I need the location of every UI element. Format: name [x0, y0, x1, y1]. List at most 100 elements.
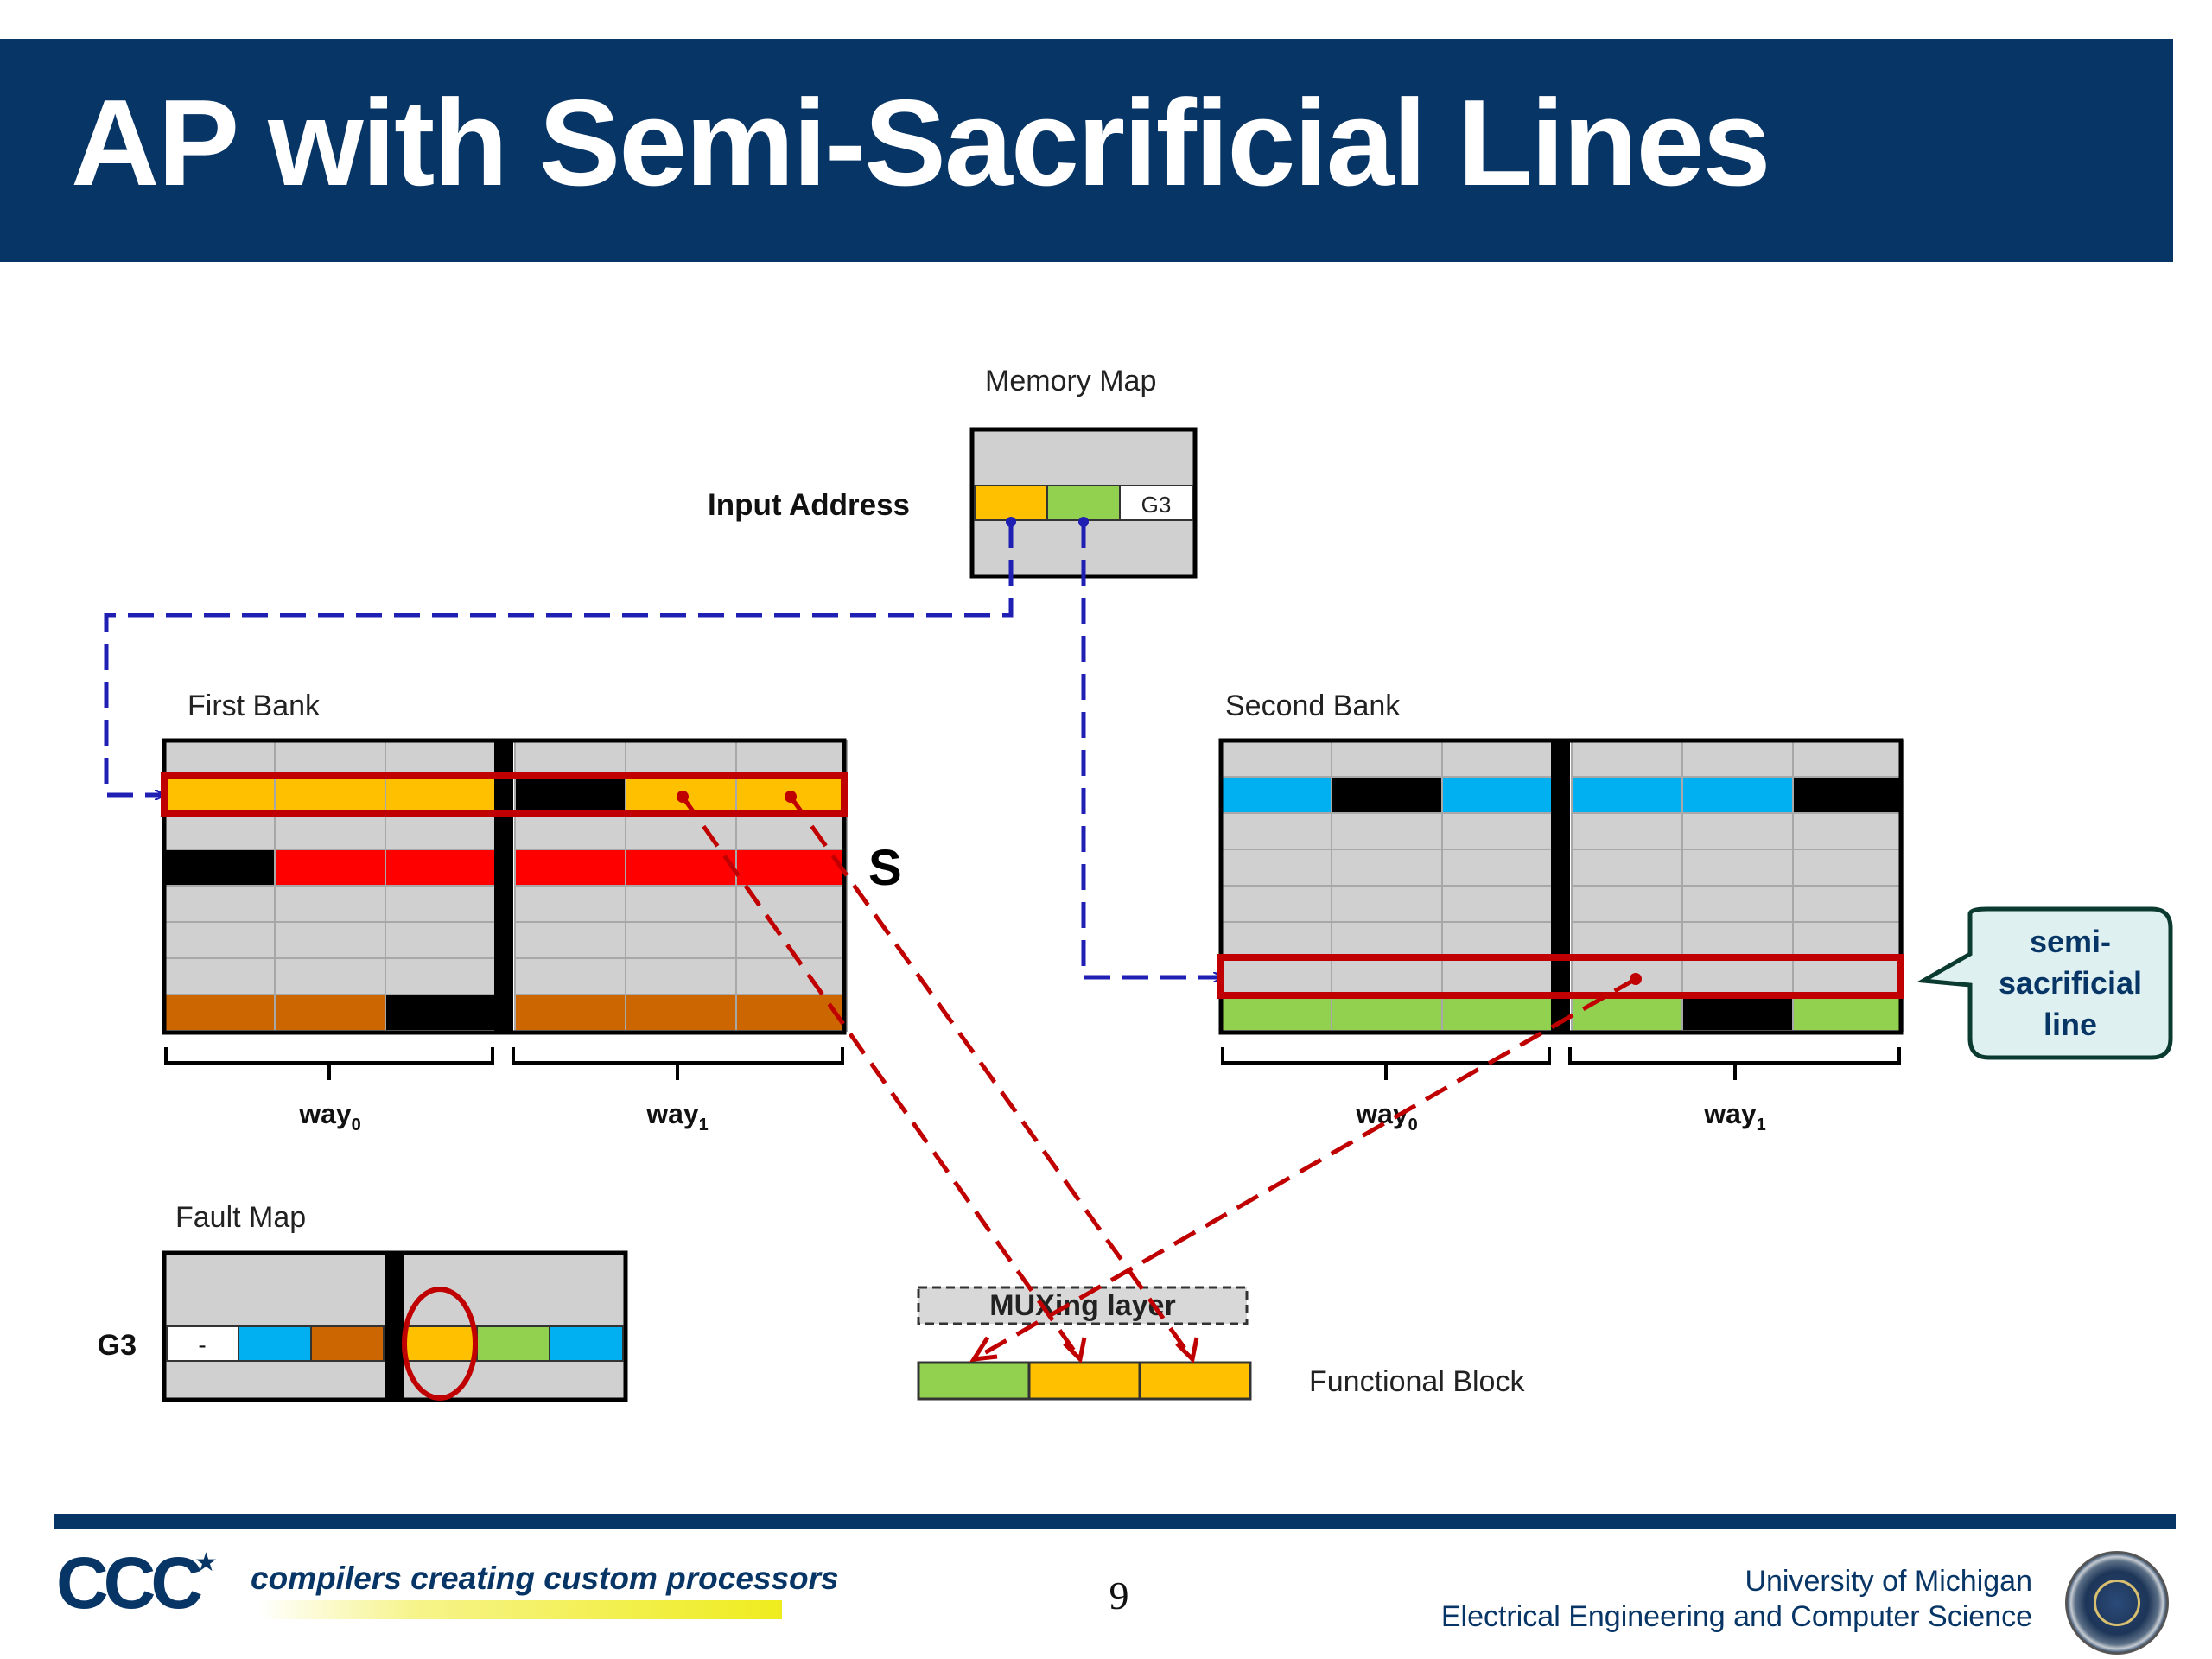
cache-cell	[1331, 776, 1443, 814]
cache-cell	[1331, 812, 1443, 850]
first-bank-label: First Bank	[188, 690, 321, 722]
cache-cell	[385, 812, 497, 850]
cache-cell	[1681, 849, 1794, 887]
muxing: MUXing layer Functional Block	[917, 1286, 1525, 1401]
cache-cell	[163, 740, 276, 778]
cache-cell	[625, 740, 737, 778]
second-bank-cells	[1220, 740, 1904, 1032]
cache-cell	[1681, 740, 1794, 778]
cache-cell	[1441, 921, 1554, 959]
cache-cell	[1571, 994, 1683, 1032]
slide-title: AP with Semi-Sacrificial Lines	[71, 74, 1771, 212]
fault-cell-blank-text: -	[198, 1332, 206, 1358]
cache-cell	[625, 921, 737, 959]
semi-sacrificial-callout: semi- sacrificial line	[1916, 906, 2173, 1060]
fault-map-divider	[385, 1253, 404, 1400]
first-bank-cells	[163, 740, 848, 1032]
cache-cell	[1571, 812, 1683, 850]
functional-block-yellow-1	[1027, 1361, 1141, 1401]
cache-cell	[1220, 812, 1332, 850]
cache-cell	[735, 812, 848, 850]
cache-cell	[625, 957, 737, 995]
cache-cell	[1792, 957, 1904, 995]
page-number: 9	[1109, 1573, 1129, 1618]
cache-cell	[735, 957, 848, 995]
department-name: Electrical Engineering and Computer Scie…	[1440, 1599, 2032, 1633]
cache-cell	[1681, 885, 1794, 923]
cache-cell	[1331, 994, 1443, 1032]
fault-map-row-label: G3	[98, 1329, 137, 1362]
second-bank-way-divider	[1551, 741, 1570, 1033]
mux-arrowhead-first-a	[1063, 1337, 1087, 1364]
cache-cell	[1441, 776, 1554, 814]
cache-cell	[1331, 957, 1443, 995]
cache-cell	[1331, 740, 1443, 778]
callout-text-line2: sacrificial	[1999, 965, 2142, 1001]
address-field-green	[1046, 485, 1121, 521]
fault-cell-blank	[166, 1325, 239, 1362]
cache-cell	[1792, 994, 1904, 1032]
tagline: compilers creating custom processors	[251, 1560, 839, 1596]
cache-cell	[514, 776, 626, 814]
cache-cell	[1792, 921, 1904, 959]
cache-cell	[1220, 885, 1332, 923]
cache-cell	[625, 812, 737, 850]
address-field-group	[1119, 485, 1193, 521]
cache-cell	[385, 921, 497, 959]
cache-cell	[514, 994, 626, 1032]
mux-arrow-second	[972, 976, 1637, 1362]
arrow-to-second-bank	[1081, 522, 1223, 977]
cache-cell	[514, 921, 626, 959]
cache-cell	[1571, 740, 1683, 778]
first-bank-frame	[162, 738, 847, 1035]
cache-cell	[625, 849, 737, 887]
arrow-to-first-bank	[104, 522, 1014, 795]
cache-cell	[1220, 740, 1332, 778]
cache-cell	[1441, 994, 1554, 1032]
university-block: University of Michigan Electrical Engine…	[1441, 1564, 2032, 1635]
cache-cell	[1681, 994, 1794, 1032]
cache-cell	[385, 957, 497, 995]
cache-cell	[1792, 740, 1904, 778]
semi-sacrificial-line-highlight	[1217, 954, 1904, 999]
cache-cell	[1220, 957, 1332, 995]
fault-map-highlight-circle	[402, 1287, 478, 1401]
second-bank-frame	[1218, 738, 1904, 1035]
cache-cell	[163, 812, 276, 850]
brace-second-way0	[1221, 1047, 1551, 1080]
fault-cell-blue-2	[549, 1325, 624, 1362]
cache-cell	[1331, 885, 1443, 923]
cache-cell	[163, 885, 276, 923]
cache-cell	[1792, 776, 1904, 814]
cache-cell	[1571, 957, 1683, 995]
cache-cell	[514, 740, 626, 778]
first-bank-way1-label: way1	[645, 1098, 709, 1135]
fault-cell-orange	[310, 1325, 385, 1362]
cache-cell	[1441, 740, 1554, 778]
cache-cell	[163, 921, 276, 959]
memory-map: Memory Map G3 Input Address	[708, 365, 1198, 579]
functional-block-label: Functional Block	[1309, 1365, 1525, 1398]
cache-cell	[625, 885, 737, 923]
second-bank-label: Second Bank	[1225, 690, 1401, 722]
address-arrows	[104, 517, 1223, 977]
cache-cell	[1441, 849, 1554, 887]
cache-cell	[274, 957, 386, 995]
functional-block-green	[917, 1361, 1031, 1401]
cache-cell	[274, 921, 386, 959]
cache-cell	[735, 849, 848, 887]
cache-cell	[274, 994, 386, 1032]
mux-arrowhead-second	[969, 1336, 998, 1363]
fault-map-label: Fault Map	[175, 1201, 306, 1234]
cache-cell	[274, 885, 386, 923]
second-bank-way0-label: way0	[1355, 1098, 1418, 1135]
address-group-tag: G3	[1141, 492, 1172, 518]
cache-cell	[163, 957, 276, 995]
mux-arrows	[677, 791, 1642, 1364]
cache-cell	[1220, 921, 1332, 959]
sacrificial-marker: S	[868, 840, 902, 896]
mux-arrow-first-b	[788, 795, 1195, 1361]
cache-cell	[1681, 921, 1794, 959]
cache-cell	[1331, 849, 1443, 887]
cache-cell	[1792, 812, 1904, 850]
